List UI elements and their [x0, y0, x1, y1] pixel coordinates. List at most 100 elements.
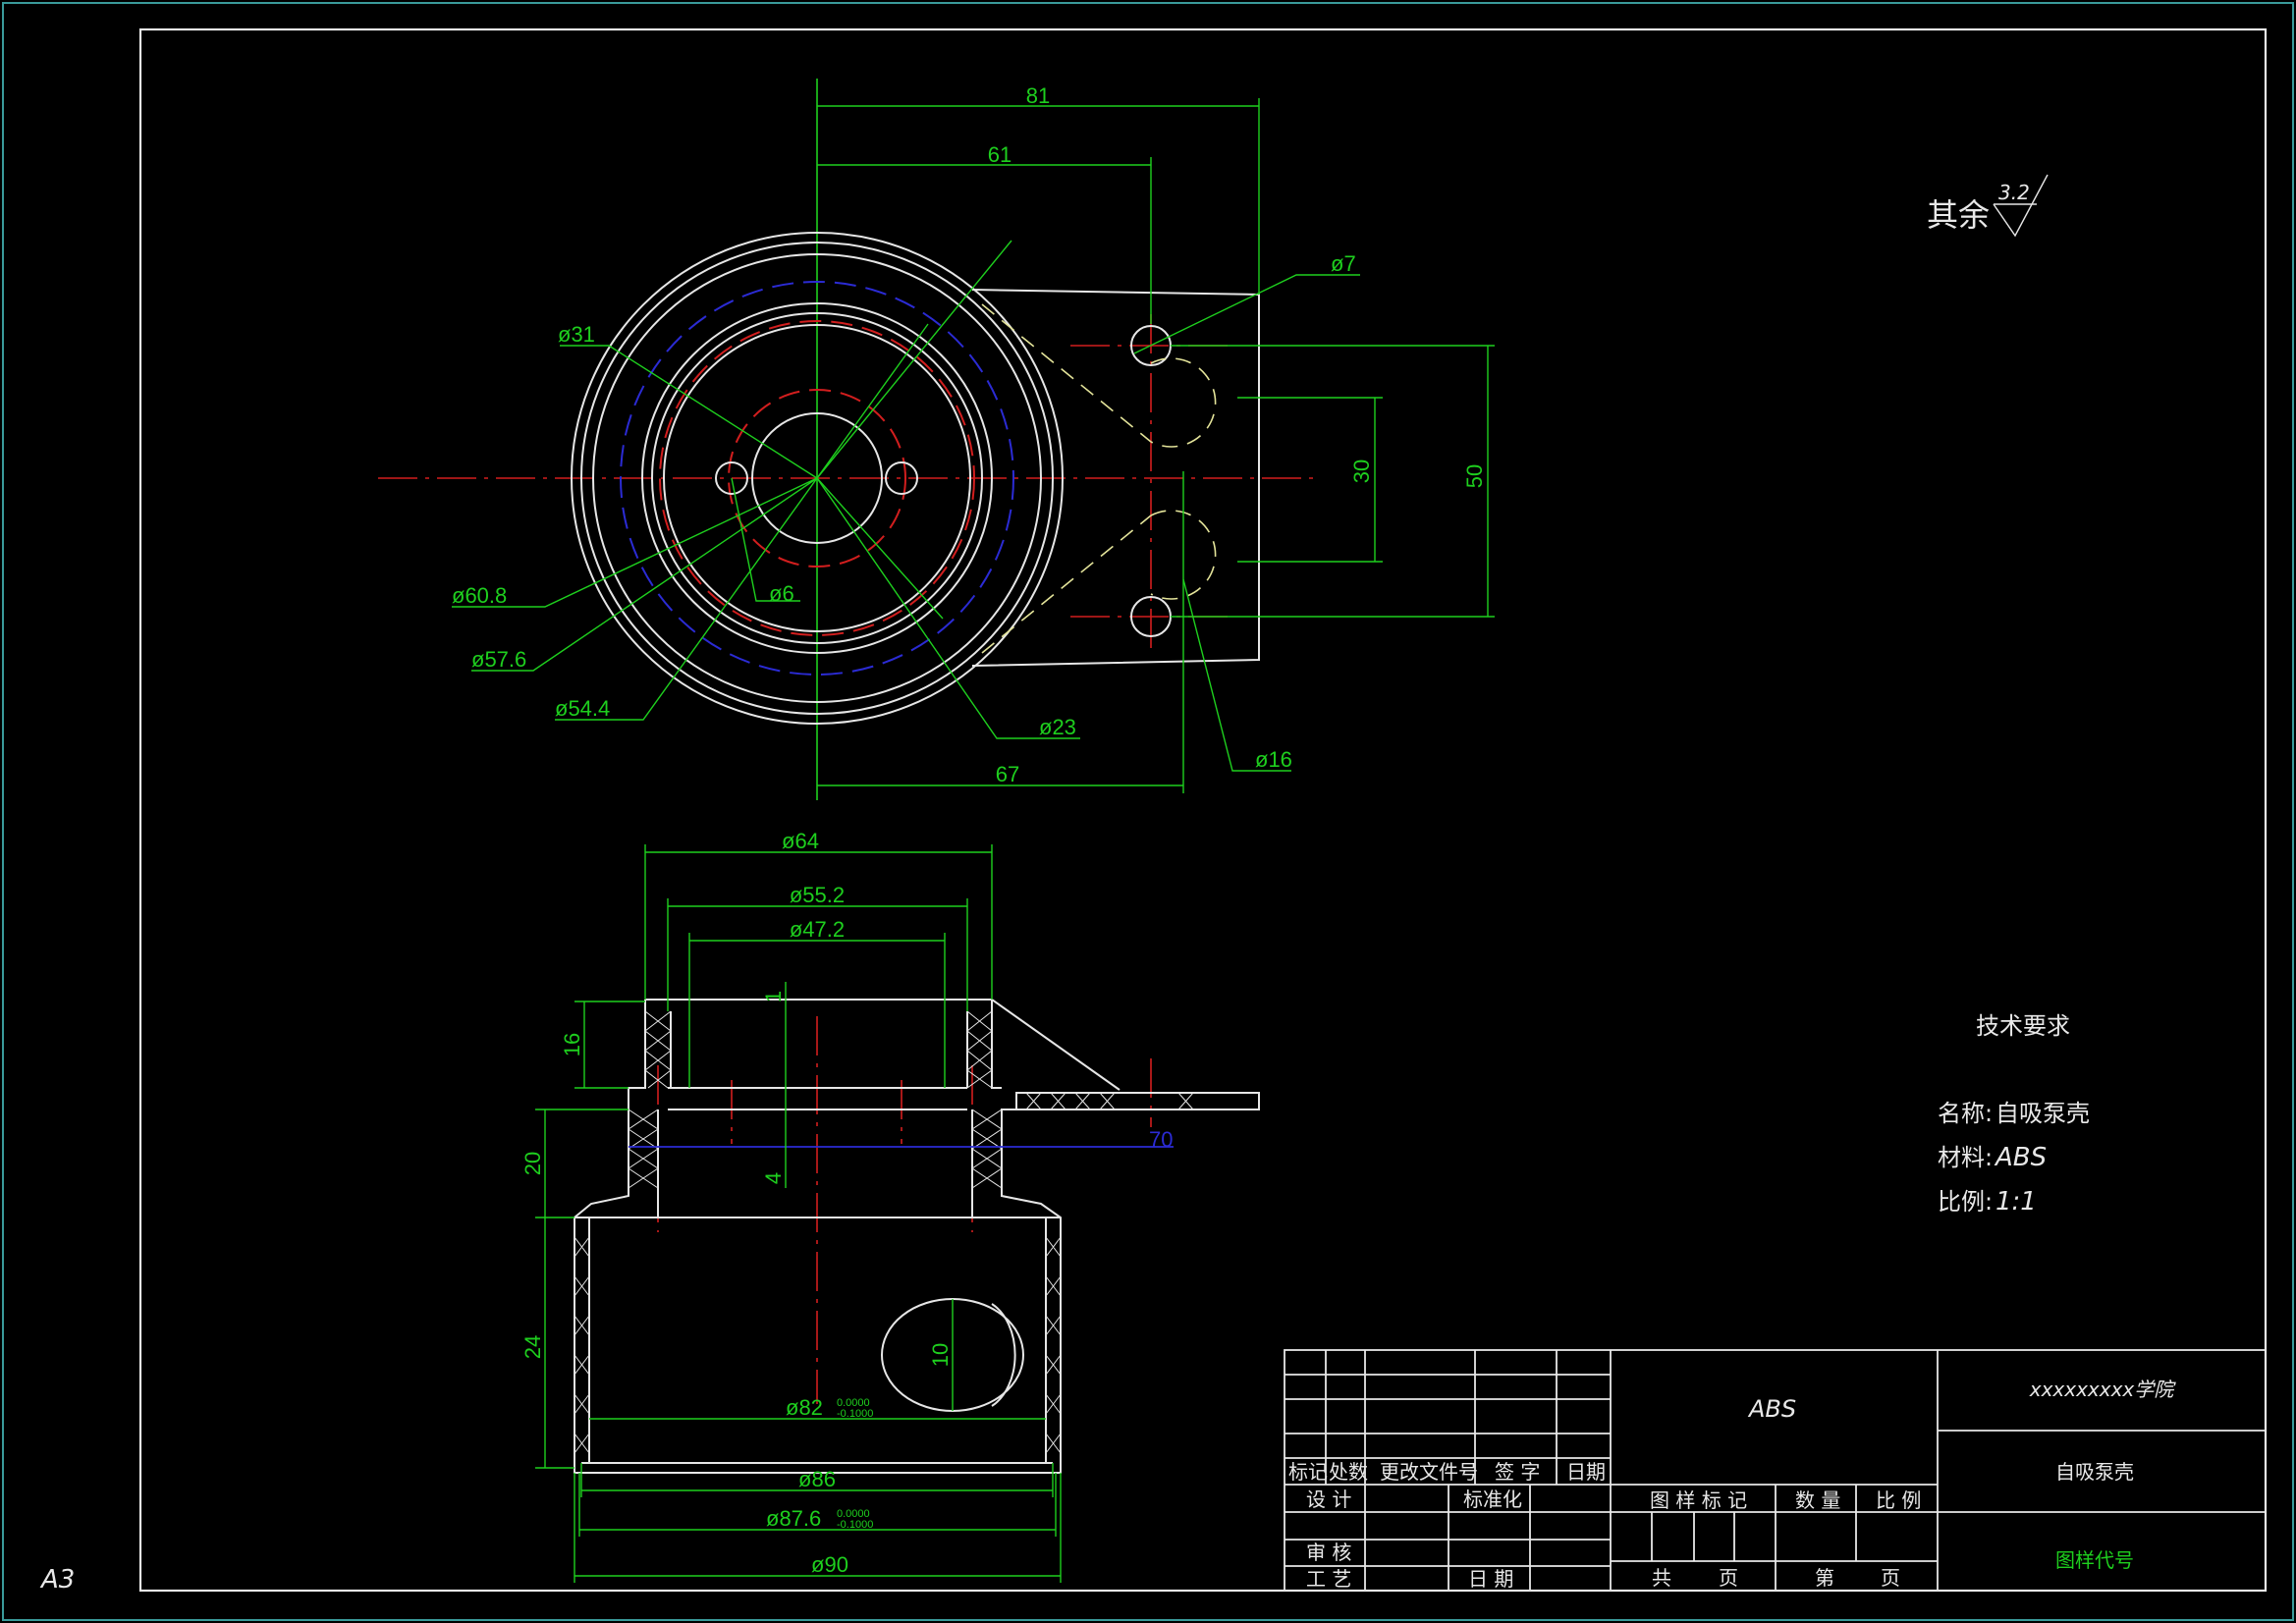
dim-phi82-tol-up: 0.0000 — [837, 1397, 870, 1409]
small-hole-right — [885, 461, 918, 495]
dim-20-text: 20 — [520, 1152, 545, 1175]
dim-20: 20 — [520, 1109, 629, 1218]
dim-30: 30 — [1237, 397, 1383, 563]
top-view: 81 61 67 30 50 ø7 ø3 — [378, 79, 1495, 800]
dim-4: 4 — [761, 1105, 787, 1188]
tb-sheet-no: 第 — [1815, 1566, 1834, 1590]
dim-phi82-text: ø82 — [786, 1395, 823, 1420]
dim-10: 10 — [928, 1299, 954, 1411]
dim-phi55-2: ø55.2 — [667, 883, 968, 1011]
collar-web — [991, 999, 1121, 1091]
dim-phi7: ø7 — [1133, 251, 1360, 354]
tb-page: 页 — [1719, 1566, 1738, 1590]
tb-material: ABS — [1747, 1395, 1796, 1423]
dim-81-text: 81 — [1026, 83, 1050, 108]
notes-material-value: ABS — [1994, 1143, 2047, 1172]
tb-rev-docno: 更改文件号 — [1380, 1460, 1478, 1484]
dim-phi64: ø64 — [644, 829, 993, 1000]
dim-16: 16 — [560, 1001, 645, 1089]
notes-name-label: 名称: — [1938, 1100, 1993, 1127]
dim-phi87-6-text: ø87.6 — [766, 1506, 821, 1531]
surface-finish-label: 其余 — [1927, 196, 1990, 234]
dim-phi64-text: ø64 — [782, 829, 819, 853]
side-opening-inner-arc — [991, 1303, 1016, 1407]
tb-drawing-code: 图样代号 — [2055, 1548, 2134, 1572]
circle-82 — [592, 253, 1042, 703]
ear-hidden-line-2 — [981, 514, 1152, 654]
notes-material-label: 材料: — [1938, 1144, 1993, 1171]
dim-61: 61 — [817, 142, 1152, 324]
dim-phi57-6: ø57.6 — [471, 477, 818, 672]
tb-rev-mark: 标记 — [1288, 1460, 1328, 1484]
section-view: 70 ø64 ø55.2 ø47.2 1 4 — [520, 829, 1260, 1583]
dim-phi6: ø6 — [731, 477, 800, 606]
dim-phi23: ø23 — [816, 477, 1080, 739]
dim-phi87-6: ø87.6 0.0000 -0.1000 — [578, 1473, 1057, 1537]
dim-phi86-text: ø86 — [798, 1467, 836, 1491]
dim-phi57-6-text: ø57.6 — [471, 647, 526, 672]
circle-31 — [751, 412, 883, 544]
ear-hidden-arc-bottom — [1150, 510, 1217, 600]
dim-phi82: ø82 0.0000 -0.1000 — [589, 1395, 1046, 1420]
dim-phi16: ø16 — [1182, 578, 1292, 772]
tb-standard: 标准化 — [1463, 1488, 1522, 1511]
dim-4-text: 4 — [761, 1172, 786, 1184]
dim-phi54-4: ø54.4 — [555, 477, 818, 721]
dim-phi7-text: ø7 — [1331, 251, 1356, 276]
dim-phi82-tol-dn: -0.1000 — [837, 1408, 873, 1420]
dim-phi16-text: ø16 — [1255, 747, 1292, 772]
technical-notes: 技术要求 名称: 自吸泵壳 材料: ABS 比例: 1:1 — [1938, 1012, 2090, 1217]
dim-phi47-2-text: ø47.2 — [790, 917, 845, 942]
outer-circle-90 — [571, 232, 1064, 725]
notes-name-value: 自吸泵壳 — [1995, 1100, 2090, 1127]
tb-total: 共 — [1652, 1566, 1671, 1590]
hidden-circle-red — [659, 320, 975, 636]
circle-60 — [651, 312, 983, 644]
tb-rev-date: 日期 — [1566, 1460, 1606, 1484]
dim-phi23-text: ø23 — [1039, 715, 1076, 739]
dim-30-text: 30 — [1349, 460, 1374, 483]
dim-phi90-text: ø90 — [811, 1552, 848, 1577]
dim-phi90: ø90 — [574, 1473, 1062, 1583]
tb-scale: 比 例 — [1876, 1488, 1921, 1512]
tb-page2: 页 — [1881, 1566, 1900, 1590]
dim-phi87-6-tol-up: 0.0000 — [837, 1508, 870, 1520]
surface-finish-symbol: 其余 3.2 — [1927, 174, 2049, 238]
dim-phi31-text: ø31 — [558, 322, 595, 347]
outer-circle-87 — [580, 242, 1054, 715]
section-hatching — [574, 1010, 1194, 1454]
dim-24: 24 — [520, 1217, 574, 1469]
ear-hidden-arc-top — [1150, 357, 1217, 448]
dim-67-text: 67 — [996, 762, 1019, 786]
tb-school: xxxxxxxxx学院 — [2029, 1378, 2177, 1401]
drawing-frame — [138, 27, 2268, 1593]
notes-scale-value: 1:1 — [1995, 1187, 2037, 1217]
tb-drawing-mark: 图 样 标 记 — [1650, 1488, 1747, 1512]
tb-quantity: 数 量 — [1795, 1488, 1840, 1512]
bolt-circle-red — [728, 389, 906, 568]
tb-design: 设 计 — [1306, 1488, 1351, 1511]
dim-phi6-text: ø6 — [769, 581, 794, 606]
mounting-ear — [971, 289, 1260, 667]
dim-1-text: 1 — [761, 991, 786, 1002]
surface-finish-value: 3.2 — [1998, 181, 2030, 204]
dim-phi55-2-text: ø55.2 — [790, 883, 845, 907]
dim-phi86: ø86 — [580, 1463, 1054, 1497]
dim-61-text: 61 — [988, 142, 1011, 167]
tb-process: 工 艺 — [1306, 1567, 1351, 1591]
ear-hidden-line-1 — [981, 303, 1152, 443]
title-block: 标记 处数 更改文件号 签 字 日期 设 计 标准化 审 核 工 艺 日 期 A… — [1284, 1349, 2267, 1592]
small-hole-left — [715, 461, 748, 495]
tb-rev-count: 处数 — [1329, 1460, 1368, 1484]
dim-phi47-2: ø47.2 — [688, 917, 946, 1088]
collar-right-wall — [991, 1000, 1002, 1089]
dim-phi87-6-tol-dn: -0.1000 — [837, 1519, 873, 1531]
dim-67: 67 — [817, 471, 1184, 793]
dim-50-text: 50 — [1462, 464, 1487, 488]
circle-64 — [641, 302, 993, 654]
dim-1: 1 — [761, 982, 787, 1105]
dim-phi54-4-text: ø54.4 — [555, 696, 610, 721]
dim-70-text: 70 — [1149, 1127, 1173, 1152]
